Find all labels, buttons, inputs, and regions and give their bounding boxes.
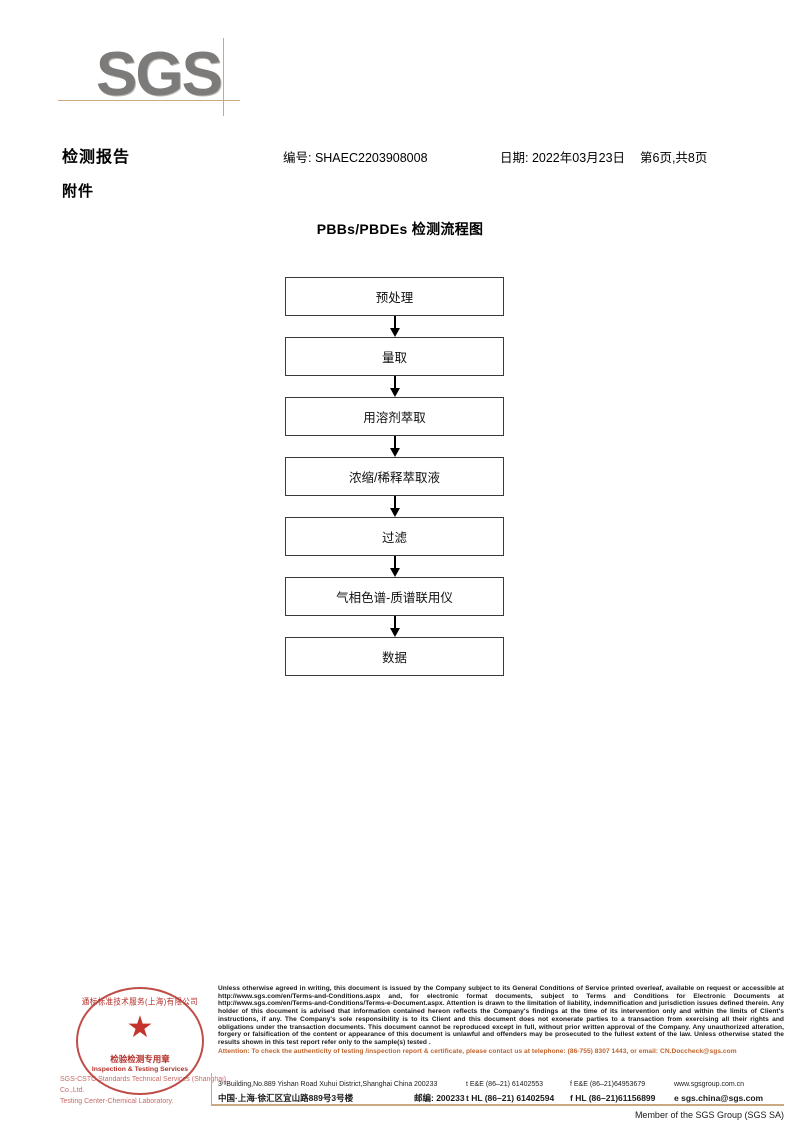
page-indicator: 第6页,共8页 [640,151,708,165]
flow-step: 用溶剂萃取 [285,397,504,436]
sgs-logo: SGS [58,38,266,130]
flow-step: 过滤 [285,517,504,556]
flow-arrow-icon [285,556,504,577]
flow-arrow-icon [285,616,504,637]
address-row-cn: 中国·上海·徐汇区宜山路889号3号楼 邮编: 200233 t HL (86–… [218,1091,784,1104]
footer-member-text: Member of the SGS Group (SGS SA) [634,1110,784,1120]
attachment-label: 附件 [62,183,95,200]
star-icon: ★ [126,1011,154,1045]
flow-step: 量取 [285,337,504,376]
company-seal-stamp: 通标标准技术服务(上海)有限公司 ★ 检验检测专用章 Inspection & … [76,987,204,1095]
flow-box-filtration: 过滤 [285,517,504,556]
logo-vertical-rule [223,38,224,116]
footer-rule [211,1104,784,1106]
address-fax-en: f E&E (86–21)64953679 [570,1080,646,1088]
flow-arrow-icon [285,316,504,337]
address-block: 3ʳᵈBuilding,No.889 Yishan Road Xuhui Dis… [218,1078,784,1104]
seal-border [76,987,204,1095]
flow-box-measure: 量取 [285,337,504,376]
address-zip-cn: 邮编: 200233 [414,1092,465,1103]
legal-attention: Attention: To check the authenticity of … [218,1047,737,1055]
flow-step: 浓缩/稀释萃取液 [285,457,504,496]
seal-subtext-line2: Testing Center-Chemical Laboratory. [60,1098,174,1105]
flow-box-gcms: 气相色谱-质谱联用仪 [285,577,504,616]
seal-subtext: SGS-CSTC Standards Technical Services (S… [60,1074,230,1107]
address-divider [211,1073,212,1105]
page-title: 检测报告 [62,149,131,166]
seal-english-text: Inspection & Testing Services [91,1066,189,1073]
flow-step: 气相色谱-质谱联用仪 [285,577,504,616]
address-website: www.sgsgroup.com.cn [674,1080,745,1088]
logo-horizontal-rule [58,100,240,101]
flow-arrow-icon [285,496,504,517]
seal-subtext-line1: SGS-CSTC Standards Technical Services (S… [60,1076,227,1094]
flowchart: 预处理 量取 用溶剂萃取 浓缩/稀释萃取液 过滤 气相色谱- [285,277,504,676]
flow-box-concentrate-dilute: 浓缩/稀释萃取液 [285,457,504,496]
flow-arrow-icon [285,376,504,397]
address-fax-cn: f HL (86–21)61156899 [570,1092,656,1103]
address-row-en: 3ʳᵈBuilding,No.889 Yishan Road Xuhui Dis… [218,1078,784,1091]
address-street-en: 3ʳᵈBuilding,No.889 Yishan Road Xuhui Dis… [218,1080,413,1088]
report-number: 编号: SHAEC2203908008 [283,151,428,165]
seal-company-name: 通标标准技术服务(上海)有限公司 [81,996,199,1007]
address-tel-en: t E&E (86–21) 61402553 [466,1080,544,1088]
seal-purpose-text: 检验检测专用章 [110,1054,170,1064]
flow-arrow-icon [285,436,504,457]
flowchart-title: PBBs/PBDEs 检测流程图 [316,221,484,237]
flow-step: 数据 [285,637,504,676]
flow-box-solvent-extraction: 用溶剂萃取 [285,397,504,436]
address-tel-cn: t HL (86–21) 61402594 [466,1092,555,1103]
address-email: e sgs.china@sgs.com [674,1092,764,1103]
address-street-cn: 中国·上海·徐汇区宜山路889号3号楼 [218,1092,354,1103]
sgs-logo-text: SGS [96,40,223,109]
legal-body: Unless otherwise agreed in writing, this… [218,985,784,1046]
flow-box-data: 数据 [285,637,504,676]
address-zip-en: 200233 [414,1080,438,1088]
legal-disclaimer: Unless otherwise agreed in writing, this… [218,985,784,1055]
flow-box-pretreatment: 预处理 [285,277,504,316]
report-date: 日期: 2022年03月23日 [500,151,626,165]
flow-step: 预处理 [285,277,504,316]
